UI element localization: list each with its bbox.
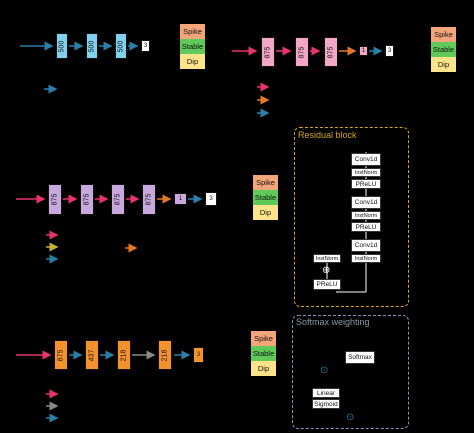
add-icon: ⊕ xyxy=(322,265,331,276)
prelu-box-2: PReLU xyxy=(351,222,381,232)
network-c-layer-4: 875 xyxy=(142,184,156,215)
conv1d-box-2: Conv1d xyxy=(351,196,381,209)
legend-spike: Spike xyxy=(251,331,276,346)
softmax-weighting-panel: Softmax weighting xyxy=(292,315,409,429)
network-b-extra-node: 1 xyxy=(359,46,368,56)
network-d-layer-3: 218 xyxy=(117,340,131,370)
legend-stable: Stable xyxy=(431,42,456,57)
prelu-box-1: PReLU xyxy=(351,179,381,189)
instnorm-box-skip: InstNorm xyxy=(313,254,341,263)
network-d-layer-2: 437 xyxy=(85,340,99,370)
instnorm-box-2: InstNorm xyxy=(351,211,381,220)
network-b-output: 3 xyxy=(385,45,394,57)
network-d-layer-1: 875 xyxy=(54,340,68,370)
multiply-icon: ⊙ xyxy=(320,365,329,376)
network-c-layer-3: 875 xyxy=(111,184,125,215)
network-c-layer-2: 875 xyxy=(80,184,94,215)
network-d-layer-4: 218 xyxy=(158,340,172,370)
legend-spike: Spike xyxy=(431,27,456,42)
legend-dip: Dip xyxy=(253,205,278,220)
residual-block-title: Residual block xyxy=(298,130,357,140)
network-a-legend: Spike Stable Dip xyxy=(180,24,205,69)
network-a-arrows xyxy=(20,41,139,94)
linear-box: Linear xyxy=(312,388,340,398)
legend-dip: Dip xyxy=(431,57,456,72)
legend-spike: Spike xyxy=(180,24,205,39)
network-c-layer-1: 875 xyxy=(48,184,62,215)
network-d-arrows xyxy=(16,350,191,423)
network-b-arrows xyxy=(232,46,383,118)
legend-dip: Dip xyxy=(180,54,205,69)
network-c-output: 3 xyxy=(205,192,217,206)
network-d-output: 3 xyxy=(193,347,204,363)
conv1d-box-3: Conv1d xyxy=(351,239,381,252)
legend-spike: Spike xyxy=(253,175,278,190)
instnorm-box-3: InstNorm xyxy=(351,254,381,263)
legend-stable: Stable xyxy=(251,346,276,361)
multiply-icon-output: ⊙ xyxy=(346,412,355,423)
residual-block-panel: Residual block xyxy=(294,127,409,307)
network-b-legend: Spike Stable Dip xyxy=(431,27,456,72)
network-a-layer-1: 500 xyxy=(56,33,68,59)
network-b-layer-1: 875 xyxy=(261,37,275,67)
softmax-weighting-title: Softmax weighting xyxy=(296,317,370,327)
legend-stable: Stable xyxy=(180,39,205,54)
instnorm-box-1: InstNorm xyxy=(351,168,381,177)
softmax-box: Softmax xyxy=(345,351,375,364)
network-a-layer-3: 500 xyxy=(115,33,127,59)
sigmoid-box: Sigmoid xyxy=(312,399,340,409)
network-a-output: 3 xyxy=(141,40,150,52)
network-a-layer-2: 500 xyxy=(86,33,98,59)
network-c-legend: Spike Stable Dip xyxy=(253,175,278,220)
network-d-legend: Spike Stable Dip xyxy=(251,331,276,376)
network-c-arrows xyxy=(16,194,203,264)
network-b-layer-2: 875 xyxy=(295,37,309,67)
prelu-box-final: PReLU xyxy=(313,279,341,290)
legend-dip: Dip xyxy=(251,361,276,376)
network-c-extra-node: 1 xyxy=(174,193,187,205)
conv1d-box-1: Conv1d xyxy=(351,153,381,166)
legend-stable: Stable xyxy=(253,190,278,205)
network-b-layer-3: 875 xyxy=(324,37,338,67)
